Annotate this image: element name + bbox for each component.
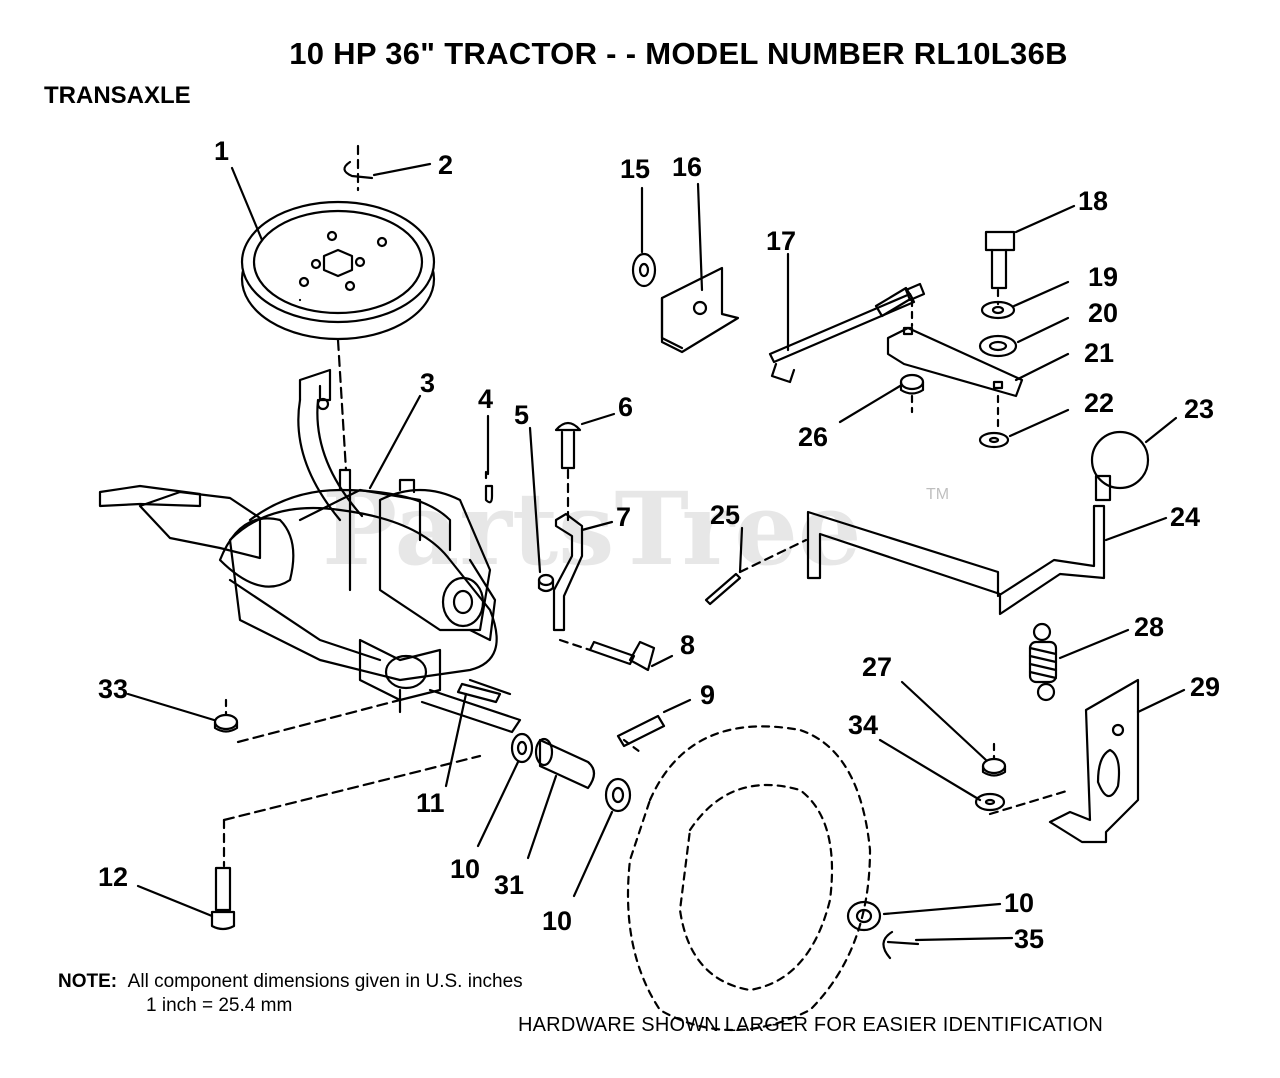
angle-bracket-lip: [660, 296, 684, 350]
callout-31: 31: [494, 870, 524, 900]
callout-26: 26: [798, 422, 828, 452]
callout-16: 16: [672, 152, 702, 182]
hex-nut: [213, 713, 239, 733]
callout-12: 12: [98, 862, 128, 892]
section-label: TRANSAXLE: [44, 82, 191, 109]
callout-24: 24: [1170, 502, 1200, 532]
extension-spring: [1028, 622, 1058, 702]
retaining-ring: [882, 930, 920, 960]
wheel: [626, 725, 872, 1031]
hardware-note: HARDWARE SHOWN LARGER FOR EASIER IDENTIF…: [518, 1014, 1103, 1036]
callout-21: 21: [1084, 338, 1114, 368]
spacer: [534, 737, 596, 790]
callout-9: 9: [700, 680, 715, 710]
callout-7: 7: [616, 502, 631, 532]
callout-10-a: 10: [450, 854, 480, 884]
key: [484, 484, 494, 504]
callout-20: 20: [1088, 298, 1118, 328]
callout-22: 22: [1084, 388, 1114, 418]
callout-1: 1: [214, 136, 229, 166]
callout-10-b: 10: [542, 906, 572, 936]
callout-27: 27: [862, 652, 892, 682]
callout-19: 19: [1088, 262, 1118, 292]
callout-17: 17: [766, 226, 796, 256]
flange-nut: [899, 373, 925, 395]
lock-washer: [980, 300, 1016, 320]
callout-2: 2: [438, 150, 453, 180]
diagram-title: 10 HP 36" TRACTOR - - MODEL NUMBER RL10L…: [289, 36, 1068, 71]
cap-screw: [210, 754, 482, 931]
callout-5: 5: [514, 400, 529, 430]
bracket: [552, 512, 584, 632]
callout-29: 29: [1190, 672, 1220, 702]
shift-lever: [806, 504, 1106, 616]
nut: [537, 573, 555, 593]
note-label: NOTE:: [58, 971, 118, 992]
washer: [631, 252, 657, 288]
note-line-2: 1 inch = 25.4 mm: [146, 995, 293, 1016]
angle-bracket: [660, 266, 740, 354]
hex-nut: [981, 757, 1007, 777]
callout-6: 6: [618, 392, 633, 422]
callout-15: 15: [620, 154, 650, 184]
carriage-bolt: [554, 421, 582, 522]
transaxle-body: [98, 298, 522, 734]
callout-25: 25: [710, 500, 740, 530]
pulley: [240, 200, 436, 341]
callout-28: 28: [1134, 612, 1164, 642]
cotter-pin: [704, 572, 742, 606]
e-clip: [343, 160, 374, 180]
spring-bracket: [1048, 678, 1140, 844]
callout-33: 33: [98, 674, 128, 704]
spring-pin: [616, 714, 666, 748]
washer: [846, 900, 882, 932]
watermark-tm: TM: [926, 486, 950, 503]
star-washer: [974, 792, 1006, 812]
callout-3: 3: [420, 368, 435, 398]
callout-23: 23: [1184, 394, 1214, 424]
note: NOTE: All component dimensions given in …: [58, 970, 523, 1018]
star-washer: [978, 431, 1010, 449]
flat-washer: [978, 334, 1018, 358]
callout-11: 11: [416, 788, 445, 818]
callout-10-c: 10: [1004, 888, 1034, 918]
callout-18: 18: [1078, 186, 1108, 216]
knob: [1090, 430, 1150, 490]
callout-34: 34: [848, 710, 878, 740]
callout-8: 8: [680, 630, 695, 660]
washer: [604, 777, 632, 813]
hex-head-bolt: [984, 230, 1016, 306]
hex-bolt: [558, 638, 656, 672]
callout-4: 4: [478, 384, 493, 414]
washer: [510, 732, 534, 764]
note-line-1: All component dimensions given in U.S. i…: [127, 971, 523, 992]
square-key: [456, 682, 502, 704]
callout-35: 35: [1014, 924, 1044, 954]
control-rod: [768, 282, 926, 384]
